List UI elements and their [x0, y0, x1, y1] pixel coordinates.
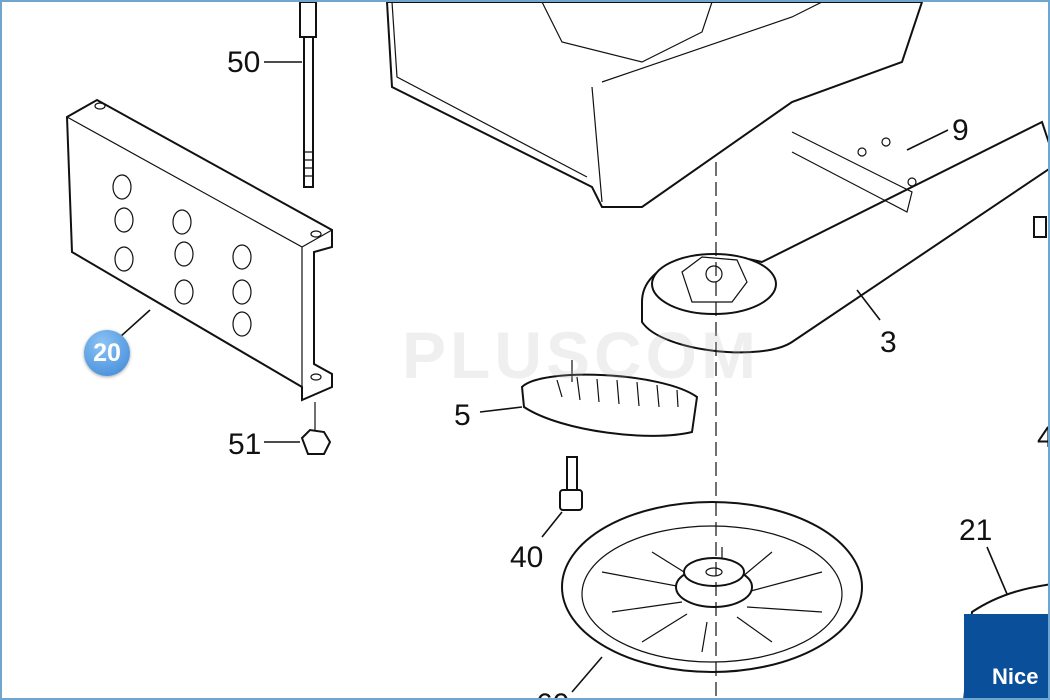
callout-21: 21	[959, 514, 992, 547]
brand-logo: Nice	[964, 614, 1048, 698]
callout-9: 9	[952, 114, 969, 147]
part-5	[520, 360, 699, 437]
highlighted-callout-20[interactable]: 20	[84, 330, 130, 376]
part-housing	[385, 2, 924, 208]
part-bracket-20	[65, 98, 333, 402]
callout-40: 40	[510, 541, 543, 574]
part-bolt-right	[1033, 216, 1047, 238]
part-arm-3	[641, 120, 1048, 354]
callout-5: 5	[454, 399, 471, 432]
part-nut-51	[300, 402, 332, 455]
callout-3: 3	[880, 326, 897, 359]
part-base-60	[561, 501, 863, 673]
leader-lines	[119, 61, 1008, 693]
callout-50: 50	[227, 46, 260, 79]
callout-60: 60	[536, 688, 569, 700]
part-bolt-50	[299, 2, 317, 188]
callout-4: 4	[1037, 421, 1050, 454]
callout-51: 51	[228, 428, 261, 461]
watermark: PLUSCOM	[402, 318, 760, 392]
part-screw-40	[559, 456, 583, 511]
